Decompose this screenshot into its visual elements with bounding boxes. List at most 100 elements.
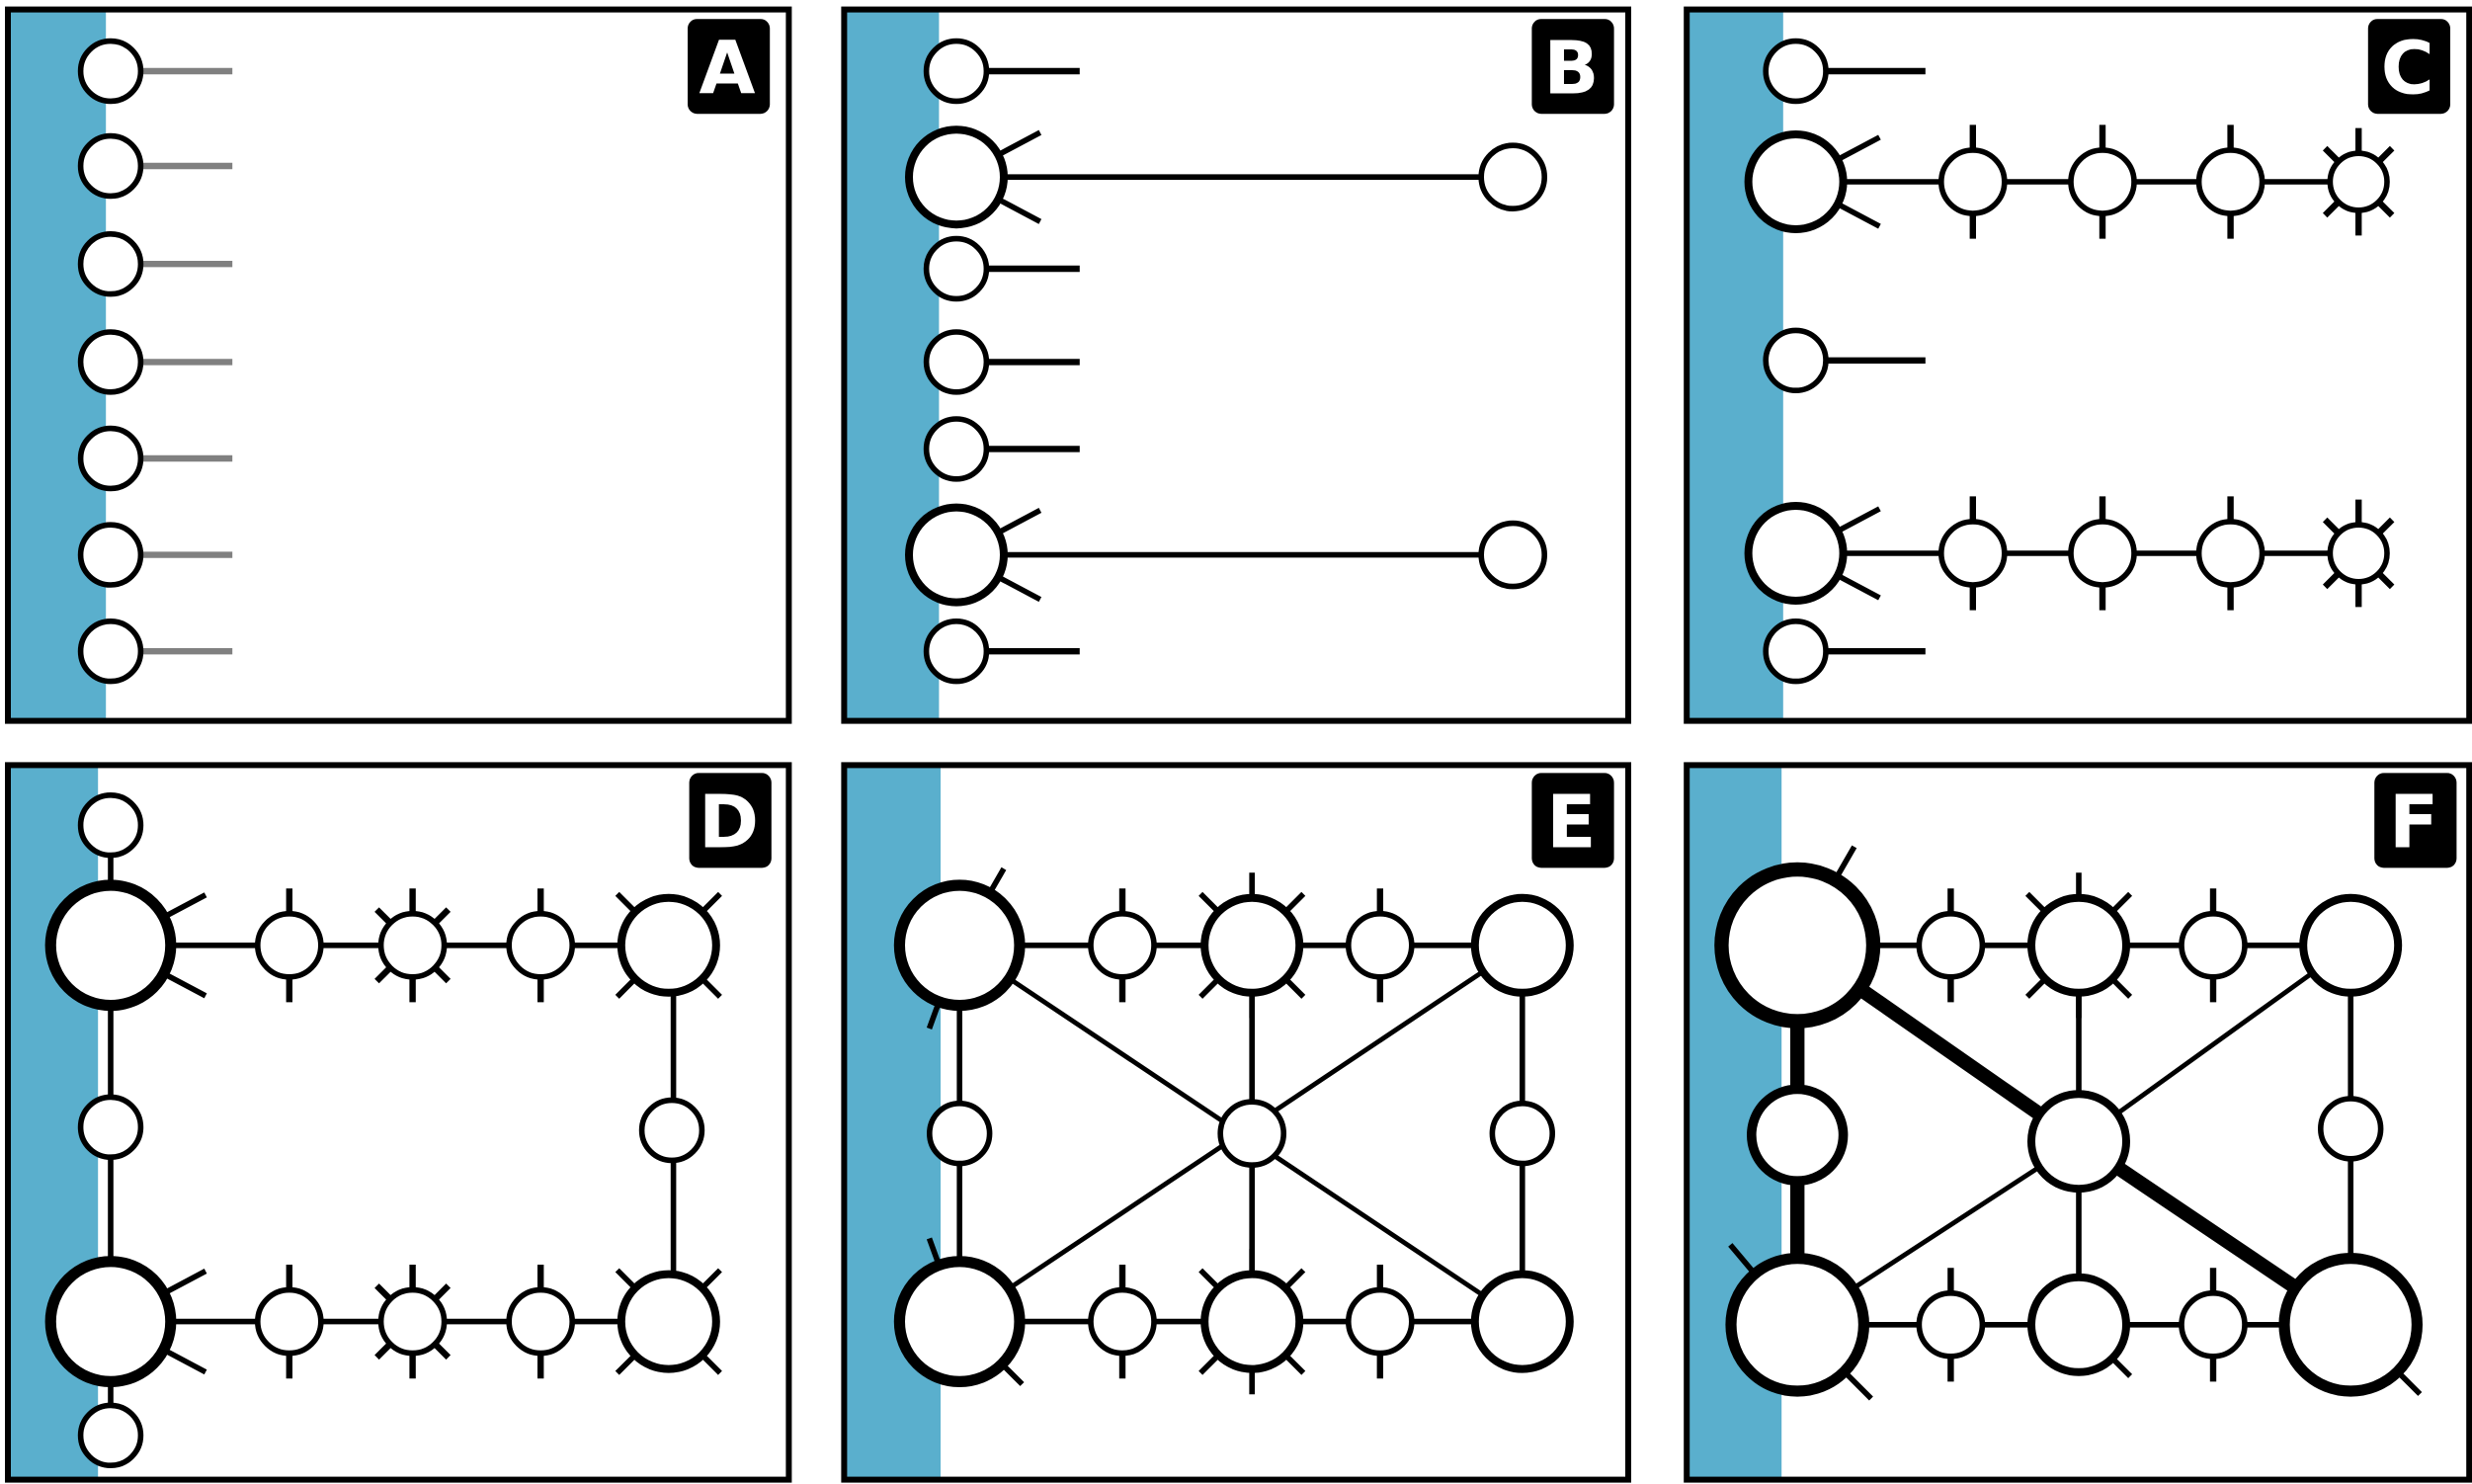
panel-c: C — [1684, 6, 2472, 724]
network-node — [1200, 1270, 1304, 1373]
panel-label: A — [700, 27, 756, 111]
linker-node — [1916, 910, 1986, 980]
network-node — [1470, 893, 1574, 997]
network-node — [617, 1270, 720, 1373]
linker-node — [2068, 147, 2137, 216]
panel-label-badge — [688, 19, 771, 115]
network-node — [1746, 1084, 1849, 1187]
panel-e: E — [841, 762, 1631, 1483]
network-node — [923, 618, 990, 685]
panel-label-badge — [2367, 19, 2450, 115]
panel-border — [5, 6, 792, 724]
network-node — [923, 416, 990, 482]
substrate-strip — [844, 9, 940, 721]
hub-node — [44, 1256, 177, 1387]
linker-node — [2327, 150, 2390, 213]
network-node — [1200, 893, 1304, 997]
network-node — [77, 425, 144, 492]
linker-node — [377, 1286, 448, 1357]
linker-node — [2195, 147, 2266, 216]
network-node — [1478, 142, 1547, 211]
network-node — [2027, 893, 2130, 997]
network-edge — [2077, 943, 2352, 1144]
panel-label-badge — [1531, 19, 1614, 115]
panel-label: D — [699, 782, 759, 866]
network-node — [1763, 618, 1829, 685]
linker-node — [2195, 519, 2266, 588]
network-node — [2027, 1090, 2130, 1194]
network-node — [77, 231, 144, 297]
panel-label: B — [1543, 27, 1599, 111]
panel-network — [905, 38, 1547, 685]
panel-border — [841, 6, 1631, 724]
linker-node — [2179, 1290, 2248, 1360]
network-node — [1763, 327, 1829, 393]
panel-border — [1684, 762, 2472, 1483]
network-node — [77, 38, 144, 105]
network-node — [638, 1097, 705, 1164]
network-node — [1725, 1253, 1869, 1397]
linker-node — [1938, 519, 2008, 588]
linker-node — [254, 1286, 324, 1357]
linker-node — [1346, 910, 1415, 980]
panel-f: F — [1684, 762, 2472, 1483]
panel-label-badge — [2374, 773, 2457, 868]
linker-node — [1346, 1286, 1415, 1357]
network-node — [1217, 1099, 1286, 1168]
network-node — [923, 38, 990, 105]
network-node — [923, 235, 990, 302]
linker-node — [377, 910, 448, 980]
network-node — [2318, 1096, 2384, 1162]
linker-node — [2068, 519, 2137, 588]
panel-label-badge — [1531, 773, 1614, 868]
network-node — [926, 1100, 993, 1167]
panel-d: D — [5, 762, 792, 1483]
panel-network — [1714, 845, 2423, 1401]
network-node — [617, 893, 720, 997]
network-node — [77, 618, 144, 685]
panel-border — [5, 762, 792, 1483]
network-node — [77, 329, 144, 395]
panel-border — [841, 762, 1631, 1483]
linker-node — [1088, 1286, 1157, 1357]
network-node — [2027, 1273, 2130, 1376]
panel-label: E — [1546, 782, 1596, 866]
panel-network — [1744, 38, 2395, 685]
panel-network — [44, 791, 722, 1469]
hub-node — [905, 125, 1008, 229]
hub-node — [1744, 502, 1848, 605]
panel-b: B — [841, 6, 1631, 724]
network-node — [77, 132, 144, 200]
panel-a: A — [5, 6, 792, 724]
hub-node — [905, 503, 1008, 607]
hub-node — [1744, 130, 1848, 233]
network-node — [893, 879, 1026, 1012]
network-node — [1489, 1100, 1556, 1167]
network-node — [923, 329, 990, 395]
network-node — [77, 522, 144, 588]
network-node — [77, 1094, 144, 1161]
network-node — [1470, 1270, 1574, 1373]
network-node — [2299, 893, 2403, 997]
linker-node — [506, 1286, 576, 1357]
hub-node — [44, 879, 177, 1012]
network-node — [77, 791, 144, 859]
linker-node — [254, 910, 324, 980]
network-node — [77, 1402, 144, 1469]
linker-node — [1088, 910, 1157, 980]
linker-node — [1938, 147, 2008, 216]
network-node — [893, 1256, 1026, 1387]
panel-border — [1684, 6, 2472, 724]
panel-network — [893, 866, 1574, 1395]
linker-node — [1916, 1290, 1986, 1360]
panel-label-badge — [689, 773, 772, 868]
linker-node — [506, 910, 576, 980]
network-node — [1714, 862, 1881, 1029]
network-node — [1763, 38, 1829, 105]
network-node — [2278, 1253, 2423, 1397]
linker-node — [2179, 910, 2248, 980]
network-node — [1478, 520, 1547, 590]
panel-network — [77, 38, 233, 685]
